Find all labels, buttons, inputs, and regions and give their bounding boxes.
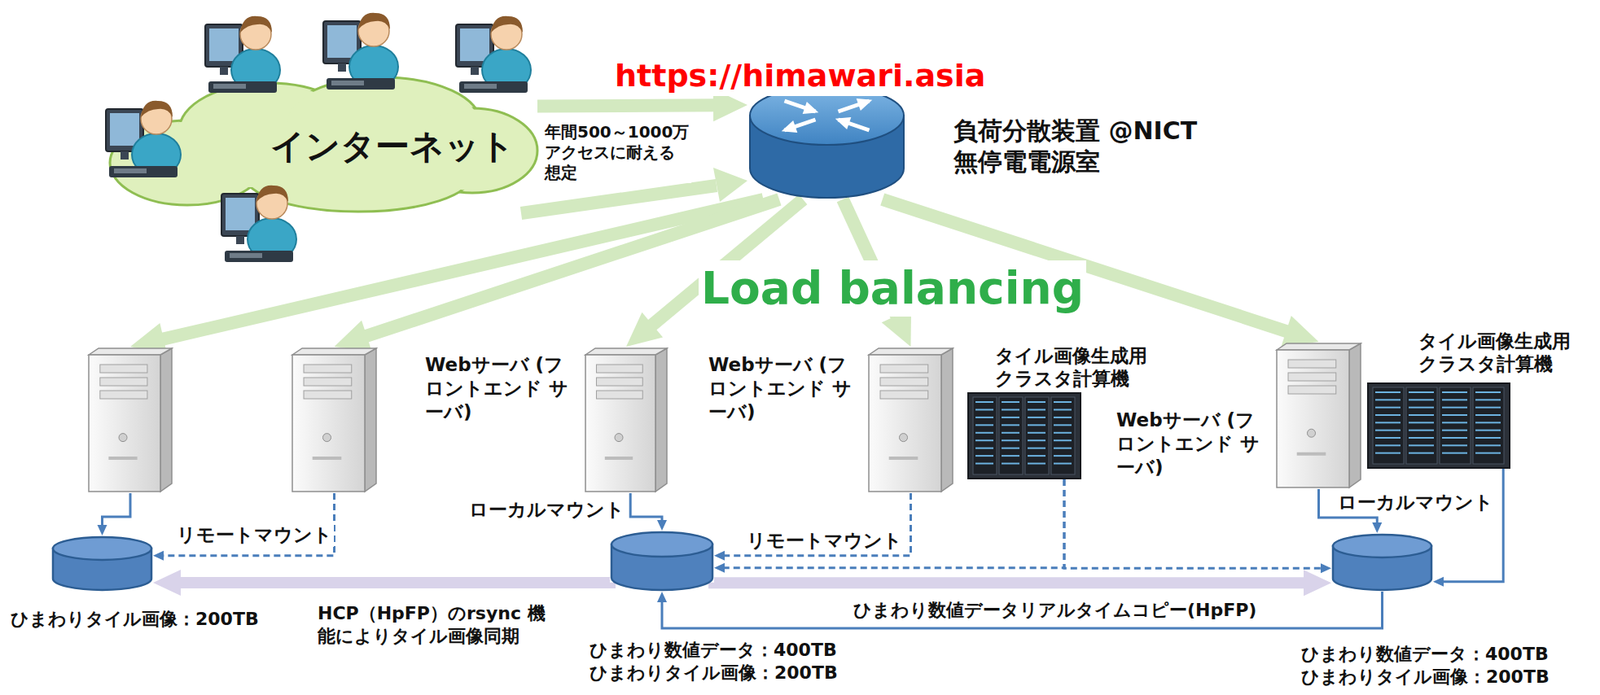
node-text: ひまわりタイル画像：200TB [10, 608, 259, 632]
connector-line [102, 493, 132, 528]
connector [630, 493, 667, 531]
arrow-head [714, 563, 725, 574]
server-tower: Webサーバ (フロントエンド サーバ) [867, 346, 955, 494]
connector-line [161, 493, 334, 557]
arrow-head [714, 551, 725, 562]
connector [130, 199, 764, 356]
connector [153, 493, 335, 562]
connector-line [722, 493, 911, 557]
edge-label: リモートマウント [175, 523, 334, 548]
connector-line [1064, 479, 1324, 569]
connector [1433, 469, 1504, 588]
node-text: ひまわり数値データ：400TB [1301, 643, 1549, 667]
arrow-head [97, 525, 108, 536]
tower-shape [87, 346, 174, 494]
tower-shape [290, 346, 378, 494]
arrow-head [1372, 522, 1382, 534]
connector-line [661, 591, 1383, 629]
connector-line [722, 479, 1065, 569]
tower-shape [867, 346, 955, 494]
arrow-head [1303, 569, 1332, 597]
node-text: 負荷分散装置 @NICT無停電電源室 [953, 115, 1198, 177]
connector-line [157, 199, 764, 341]
node-text: ひまわりタイル画像：200TB [589, 661, 838, 685]
caption-label: Load balancing [698, 260, 1087, 317]
cyl-shape [1331, 533, 1434, 592]
arrow-head [1433, 577, 1444, 588]
rack-shape [967, 392, 1082, 480]
edge-label: 年間500～1000万 アクセスに耐える 想定 [543, 122, 692, 184]
node-text: タイル画像生成用 クラスタ計算機 [1418, 329, 1586, 377]
url-label: https://himawari.asia [612, 56, 988, 97]
connector [714, 493, 912, 562]
connector [714, 569, 1332, 597]
arrow-head [334, 320, 373, 352]
edge-label: リモートマウント [745, 529, 904, 553]
connector-line [1441, 469, 1504, 583]
edge-label: ローカルマウント [1336, 490, 1495, 515]
connector [1064, 479, 1332, 574]
connector-line [537, 105, 720, 106]
node-text: タイル画像生成用 クラスタ計算機 [995, 344, 1162, 392]
edge-label: HCP（HpFP）のrsync 機能によりタイル画像同期 [315, 602, 556, 648]
server-tower: Webサーバ (フロントエンド サーバ) [1275, 341, 1363, 490]
server-tower [87, 346, 174, 494]
connector-line [175, 577, 610, 589]
user-figure [105, 13, 531, 263]
cluster-rack: タイル画像生成用 クラスタ計算機 [967, 392, 1082, 480]
cyl-shape [51, 535, 154, 592]
storage-cylinder: ひまわり数値データ：400TBひまわりタイル画像：200TB [1331, 533, 1434, 592]
storage-cylinder: ひまわりタイル画像：200TB [51, 535, 154, 592]
load-balancer: 負荷分散装置 @NICT無停電電源室 [747, 81, 907, 200]
connector [97, 493, 132, 536]
node-text: インターネット [270, 125, 515, 169]
node-text: Webサーバ (フロントエンド サーバ) [425, 353, 580, 424]
cloud-node: インターネット [113, 87, 538, 211]
edge-label: ひまわり数値データリアルタイムコピー(HpFP) [851, 599, 1259, 623]
router-shape [747, 81, 907, 200]
rack-shape [1367, 382, 1511, 470]
arrow-head [1320, 563, 1332, 574]
cluster-rack: タイル画像生成用 クラスタ計算機 [1367, 382, 1511, 470]
connector-line [714, 577, 1310, 589]
arrow-head [626, 312, 663, 347]
edge-label: ローカルマウント [467, 498, 627, 522]
node-text: ひまわり数値データ：400TB [589, 639, 838, 662]
server-tower: Webサーバ (フロントエンド サーバ) [583, 346, 669, 494]
cyl-shape [609, 530, 715, 592]
arrow-head [153, 569, 181, 597]
arrow-head [153, 551, 164, 562]
node-text: ひまわりタイル画像：200TB [1301, 666, 1550, 689]
server-tower [290, 346, 378, 494]
storage-cylinder: ひまわり数値データ：400TBひまわりタイル画像：200TB [609, 530, 715, 592]
connector-line [630, 493, 662, 523]
connector [153, 569, 610, 597]
node-text: Webサーバ (フロントエンド サーバ) [708, 353, 864, 424]
arrow-head [1280, 315, 1319, 347]
tower-shape [583, 346, 669, 494]
arrow-head [657, 591, 667, 603]
tower-shape [1275, 341, 1363, 490]
connector [714, 479, 1065, 574]
connector [657, 591, 1383, 629]
node-text: Webサーバ (フロントエンド サーバ) [1116, 408, 1272, 479]
arrow-head [657, 520, 667, 531]
